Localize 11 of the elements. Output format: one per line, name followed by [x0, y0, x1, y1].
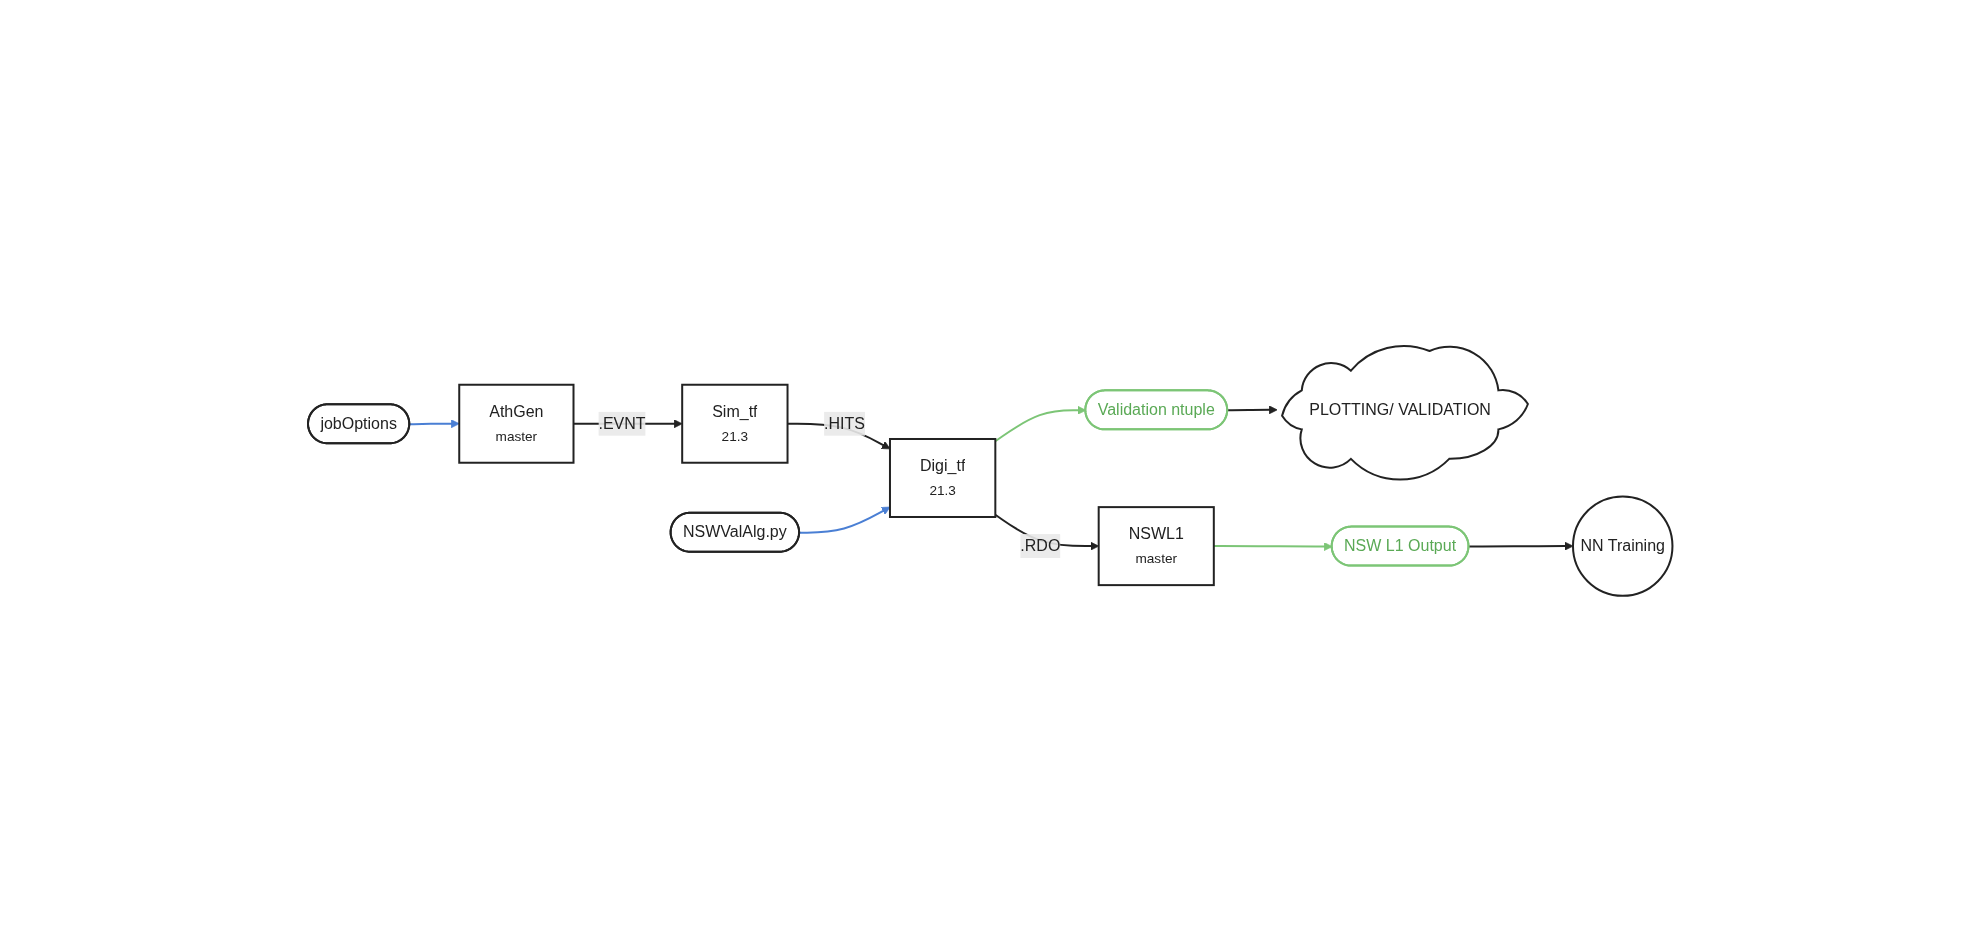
node-box: AthGen master [458, 383, 575, 464]
node-box: NSWL1 master [1097, 505, 1215, 586]
edge-label: .RDO [1020, 536, 1061, 554]
arrow [994, 405, 1086, 442]
node-box: Digi_tf 21.3 [888, 437, 997, 518]
edge-label: .HITS [823, 414, 865, 432]
node-circle: NN Training [1571, 494, 1674, 597]
node-box: Sim_tf 21.3 [680, 383, 789, 464]
arrow [1226, 405, 1278, 414]
edge-label: .EVNT [598, 414, 646, 432]
arrow [408, 418, 460, 428]
